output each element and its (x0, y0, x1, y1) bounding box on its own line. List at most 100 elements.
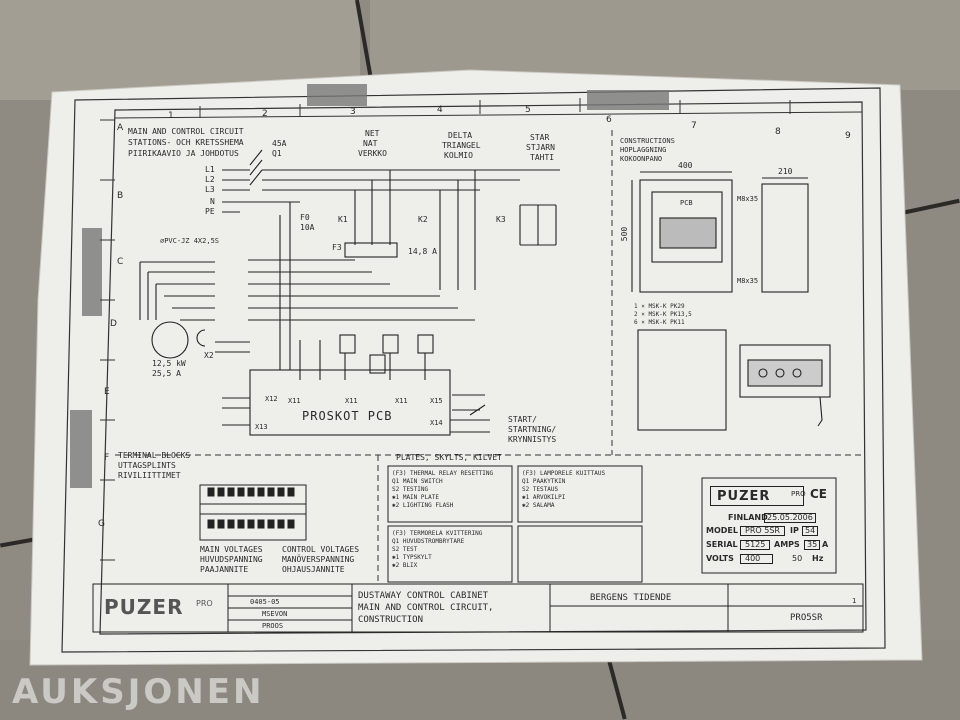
net-label-fi: VERKKO (358, 149, 387, 158)
overload-f3: F3 (332, 243, 342, 252)
terminal-x14: X14 (430, 419, 443, 427)
circuit-title-sv: STATIONS- OCH KRETSSHEMA (128, 138, 244, 147)
line-pe: PE (205, 207, 215, 216)
control-voltages-sv: MANÖVERSPANNING (282, 555, 355, 564)
terminal-x13: X13 (255, 423, 268, 431)
titleblock-description-3: CONSTRUCTION (358, 615, 424, 625)
ip-value: 54 (802, 526, 819, 536)
plate-line: Q1 HUVUDSTROMBRYTARE (392, 538, 465, 545)
plate-line: (F3) TERMORELA KVITTERING (392, 530, 483, 537)
terminal-x12: X12 (265, 395, 278, 403)
line-n: N (210, 197, 215, 206)
terminal-title-en: TERMINAL BLOCKS (118, 451, 191, 460)
main-switch-label: Q1 (272, 149, 282, 158)
plate-line: S2 TESTAUS (522, 486, 559, 493)
control-voltages-en: CONTROL VOLTAGES (282, 545, 360, 554)
titleblock-made: 0405-05 (250, 598, 280, 606)
circuit-title-en: MAIN AND CONTROL CIRCUIT (128, 127, 244, 136)
titleblock-customer: BERGENS TIDENDE (590, 593, 672, 603)
nameplate-logo: PUZER PRO (710, 486, 806, 506)
nameplate-country: FINLAND (728, 513, 768, 522)
motor-power: 12,5 kW (152, 359, 186, 368)
control-voltages-fi: OHJAUSJANNITE (282, 565, 345, 574)
plate-line: ✱1 MAIN PLATE (392, 494, 439, 501)
plate-line: ✱1 TYPSKYLT (392, 554, 432, 561)
grid-row-b: B (117, 191, 124, 201)
amps-label: AMPS (774, 540, 800, 549)
gland-2: 2 × MSK-K PK13,5 (634, 311, 692, 318)
cable-spec: ⌀PVC-JZ 4X2,5S (160, 237, 220, 245)
net-label-en: NET (365, 129, 380, 138)
main-voltages-sv: HUVUDSPANNING (200, 555, 263, 564)
titleblock-designer: MSEVON (262, 610, 288, 618)
ip-label: IP (790, 526, 799, 535)
watermark-text: AUKSJONEN (12, 672, 265, 712)
titleblock-approved: PROOS (262, 622, 284, 630)
circuit-title-fi: PIIRIKAAVIO JA JOHDOTUS (128, 149, 239, 158)
serial-label: SERIAL (706, 540, 738, 549)
amps-unit: A (822, 540, 829, 549)
main-switch-rating: 45A (272, 139, 287, 148)
volts-value: 400 (740, 554, 774, 564)
grid-col-3: 3 (350, 107, 356, 117)
titleblock-sheet: 1 (852, 597, 857, 605)
plate-line: S2 TEST (392, 546, 418, 553)
terminal-title-fi: RIVILIITTIMET (118, 471, 181, 480)
grid-row-f: F (104, 453, 110, 463)
nameplate: PUZER PRO CE FINLAND 25.05.2006 MODEL PR… (706, 482, 832, 570)
star-label-sv: STJARN (526, 143, 555, 152)
bolt-bottom: M8x35 (737, 277, 759, 285)
titleblock-brand-sub: PRO (196, 599, 213, 608)
plate-line: Q1 PAAKYTKIN (522, 478, 566, 485)
main-voltages-fi: PAAJANNITE (200, 565, 249, 574)
plate-box-fi: (F3) LAMPORELE KUITTAUS Q1 PAAKYTKIN S2 … (522, 470, 605, 510)
nameplate-date: 25.05.2006 (764, 513, 816, 523)
grid-col-4: 4 (437, 105, 443, 115)
nameplate-brand-sub: PRO (791, 490, 806, 498)
plate-line: (F3) LAMPORELE KUITTAUS (522, 470, 606, 477)
net-label-sv: NAT (363, 139, 378, 148)
bolt-top: M8x35 (737, 195, 759, 203)
plate-line: ✱2 SALAMA (522, 502, 555, 509)
overload-setting: 14,8 A (408, 247, 437, 256)
hz-value: 50 (792, 554, 803, 563)
gland-1: 1 × MSK-K PK29 (634, 303, 685, 310)
delta-label-en: DELTA (448, 131, 473, 140)
star-label-fi: TAHTI (530, 153, 555, 162)
terminal-x11a: X11 (288, 397, 301, 405)
grid-row-e: E (104, 387, 110, 397)
fuse-rating: 10A (300, 223, 315, 232)
terminal-x11c: X11 (395, 397, 408, 405)
constructions-title-en: CONSTRUCTIONS (620, 137, 675, 145)
amps-value: 35 (804, 540, 821, 550)
pcb-construction-label: PCB (680, 199, 693, 207)
grid-col-2: 2 (262, 109, 268, 119)
plate-box-en: (F3) THERMAL RELAY RESETTING Q1 MAIN SWI… (392, 470, 493, 510)
grid-col-7: 7 (691, 121, 697, 131)
contactor-k1: K1 (338, 215, 348, 224)
grid-col-9: 9 (845, 131, 851, 141)
terminal-x11b: X11 (345, 397, 358, 405)
grid-row-d: D (110, 319, 117, 329)
terminal-title-sv: UTTAGSPLINTS (118, 461, 176, 470)
plate-line: ✱2 LIGHTING FLASH (392, 502, 454, 509)
nameplate-brand: PUZER (717, 489, 771, 504)
start-label-fi: KRYNNISTYS (508, 435, 557, 444)
grid-col-1: 1 (168, 111, 174, 121)
ce-mark: CE (810, 487, 828, 501)
line-l2: L2 (205, 175, 215, 184)
start-label-en: START/ (508, 415, 537, 424)
contactor-k2: K2 (418, 215, 428, 224)
plate-box-sv: (F3) TERMORELA KVITTERING Q1 HUVUDSTROMB… (392, 530, 482, 570)
terminal-x15: X15 (430, 397, 443, 405)
dim-height: 500 (620, 226, 630, 242)
titleblock-description-2: MAIN AND CONTROL CIRCUIT, (358, 603, 494, 613)
main-voltages-en: MAIN VOLTAGES (200, 545, 263, 554)
grid-col-5: 5 (525, 105, 531, 115)
plates-title: PLATES, SKYLTS, KILVET (396, 453, 502, 462)
titleblock-drawing-number: PRO5SR (790, 613, 823, 623)
motor-current: 25,5 A (152, 369, 181, 378)
hz-unit: Hz (812, 554, 824, 563)
plate-line: ✱2 BLIX (392, 562, 418, 569)
